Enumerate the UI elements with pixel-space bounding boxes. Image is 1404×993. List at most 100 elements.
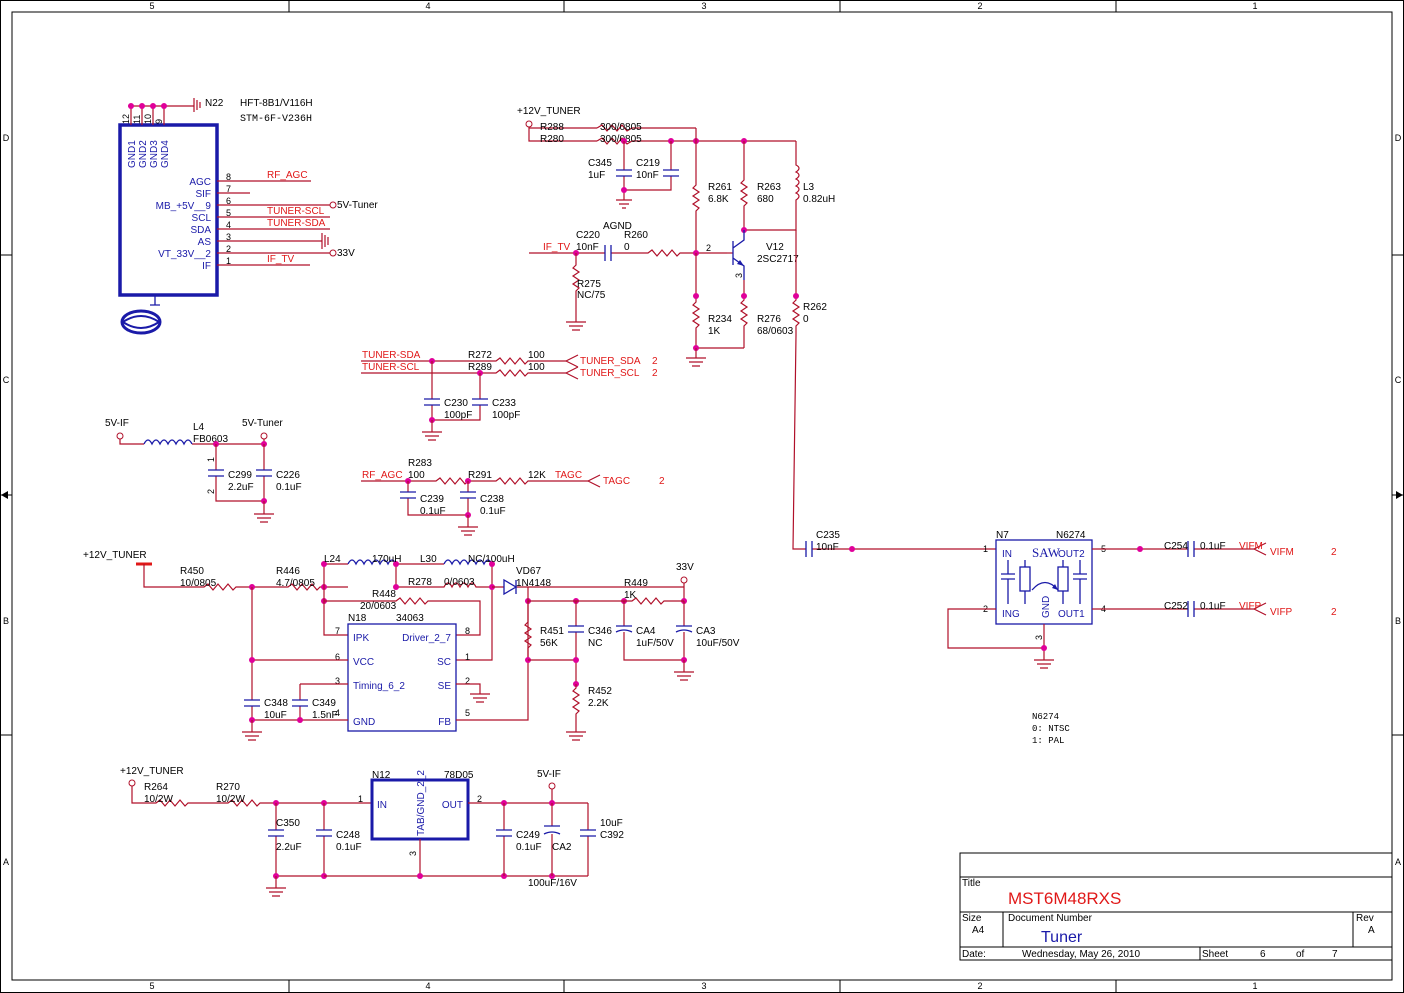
net-vifm: VIFM bbox=[1239, 541, 1263, 552]
net-if-tv-in: IF_TV bbox=[543, 242, 571, 253]
r263-ref: R263 bbox=[757, 182, 781, 193]
n18-pin-left: VCC bbox=[353, 657, 374, 668]
r262-ref: R262 bbox=[803, 302, 827, 313]
row-label: A bbox=[3, 857, 9, 867]
tuner-pin-name: SCL bbox=[192, 213, 212, 224]
net-tuner-scl-in: TUNER-SCL bbox=[362, 362, 420, 373]
c349-ref: C349 bbox=[312, 698, 336, 709]
r452-ref: R452 bbox=[588, 686, 612, 697]
c248-ref: C248 bbox=[336, 830, 360, 841]
c392-ref: C392 bbox=[600, 830, 624, 841]
n12-num: 3 bbox=[408, 851, 418, 856]
n7-part: N6274 bbox=[1056, 530, 1086, 541]
r452-value: 2.2K bbox=[588, 698, 609, 709]
c239-value: 0.1uF bbox=[420, 506, 446, 517]
v12-part: 2SC2717 bbox=[757, 254, 799, 265]
i2c-filter: TUNER-SDA TUNER-SCL R272 100 R289 100 TU… bbox=[361, 350, 658, 441]
r270-value: 10/2W bbox=[216, 794, 245, 805]
c233-ref: C233 bbox=[492, 398, 516, 409]
n18-pin-left: GND bbox=[353, 717, 375, 728]
date-label: Date: bbox=[962, 949, 986, 960]
n12-part: 78D05 bbox=[444, 770, 474, 781]
tuner-pin-name: VT_33V__2 bbox=[158, 249, 211, 260]
c348-value: 10uF bbox=[264, 710, 287, 721]
port-tagc: TAGC bbox=[603, 476, 630, 487]
c233-value: 100pF bbox=[492, 410, 520, 421]
saw-note-line: 0: NTSC bbox=[1032, 724, 1070, 734]
r451-value: 56K bbox=[540, 638, 558, 649]
r275-ref: R275 bbox=[577, 279, 601, 290]
tuner-pin-num: 12 bbox=[121, 114, 131, 124]
port-33v: 33V bbox=[337, 248, 355, 259]
tuner-ref: N22 bbox=[205, 98, 224, 109]
supply-12v-tuner: +12V_TUNER bbox=[517, 106, 581, 117]
r449-ref: R449 bbox=[624, 578, 648, 589]
sheet-ref: 2 bbox=[659, 476, 665, 487]
n18-num-left: 4 bbox=[335, 708, 340, 718]
r451-ref: R451 bbox=[540, 626, 564, 637]
net-tagc: TAGC bbox=[555, 470, 582, 481]
size-value: A4 bbox=[972, 925, 985, 936]
l30-value: NC/100uH bbox=[468, 554, 515, 565]
r260-value: 0 bbox=[624, 242, 630, 253]
sheet-ref: 2 bbox=[652, 368, 658, 379]
tuner-pin-num: 7 bbox=[226, 184, 231, 194]
c348-ref: C348 bbox=[264, 698, 288, 709]
port-tuner-sda: TUNER_SDA bbox=[580, 356, 641, 367]
col-label: 4 bbox=[425, 981, 430, 991]
col-label: 1 bbox=[1252, 981, 1257, 991]
supply-12v-tuner-reg: +12V_TUNER bbox=[120, 766, 184, 777]
n18-pin-right: Driver_2_7 bbox=[402, 633, 451, 644]
c239-ref: C239 bbox=[420, 494, 444, 505]
col-label: 3 bbox=[701, 1, 706, 11]
c299-value: 2.2uF bbox=[228, 482, 254, 493]
agc-filter: RF_AGC R283 100 R291 12K TAGC TAGC 2 C23… bbox=[361, 458, 665, 536]
r272-value: 100 bbox=[528, 350, 545, 361]
n18-ref: N18 bbox=[348, 613, 367, 624]
c238-ref: C238 bbox=[480, 494, 504, 505]
r450-value: 10/0805 bbox=[180, 578, 217, 589]
of-label: of bbox=[1296, 949, 1305, 960]
c345-ref: C345 bbox=[588, 158, 612, 169]
n12-pin-out: OUT bbox=[442, 800, 463, 811]
c226-ref: C226 bbox=[276, 470, 300, 481]
sheet-value: 6 bbox=[1260, 949, 1266, 960]
saw-note-title: N6274 bbox=[1032, 712, 1059, 722]
c235-ref: C235 bbox=[816, 530, 840, 541]
ca2-value: 100uF/16V bbox=[528, 878, 577, 889]
r446-value: 4.7/0805 bbox=[276, 578, 315, 589]
tuner-pin-num: 4 bbox=[226, 220, 231, 230]
tuner-pin-num: 2 bbox=[226, 244, 231, 254]
v12-pin3: 3 bbox=[734, 273, 744, 278]
tuner-pin-num: 8 bbox=[226, 172, 231, 182]
n12-tab: TAB/GND_2_2 bbox=[416, 770, 427, 836]
r288-ref: R288 bbox=[540, 122, 564, 133]
c254-value: 0.1uF bbox=[1200, 541, 1226, 552]
c254-ref: C254 bbox=[1164, 541, 1188, 552]
net-rf-agc: RF_AGC bbox=[267, 170, 308, 181]
net-5v-if: 5V-IF bbox=[537, 769, 561, 780]
sheet-ref: 2 bbox=[1331, 607, 1337, 618]
saw-pin-in: IN bbox=[1002, 549, 1012, 560]
r289-ref: R289 bbox=[468, 362, 492, 373]
n18-num-left: 3 bbox=[335, 676, 340, 686]
size-label: Size bbox=[962, 913, 982, 924]
r449-value: 1K bbox=[624, 590, 637, 601]
port-vifm: VIFM bbox=[1270, 547, 1294, 558]
saw-label: SAW bbox=[1032, 545, 1061, 560]
row-label: B bbox=[3, 616, 9, 626]
r289-value: 100 bbox=[528, 362, 545, 373]
c345-value: 1uF bbox=[588, 170, 605, 181]
col-label: 3 bbox=[701, 981, 706, 991]
n18-pin-left: Timing_6_2 bbox=[353, 681, 405, 692]
r260-ref: R260 bbox=[624, 230, 648, 241]
tuner-pin-name: SDA bbox=[190, 225, 211, 236]
c219-ref: C219 bbox=[636, 158, 660, 169]
c220-ref: C220 bbox=[576, 230, 600, 241]
vd67-ref: VD67 bbox=[516, 566, 541, 577]
c249-ref: C249 bbox=[516, 830, 540, 841]
net-vifp: VIFP bbox=[1239, 601, 1262, 612]
c248-value: 0.1uF bbox=[336, 842, 362, 853]
r278-value: 0/0603 bbox=[444, 577, 475, 588]
